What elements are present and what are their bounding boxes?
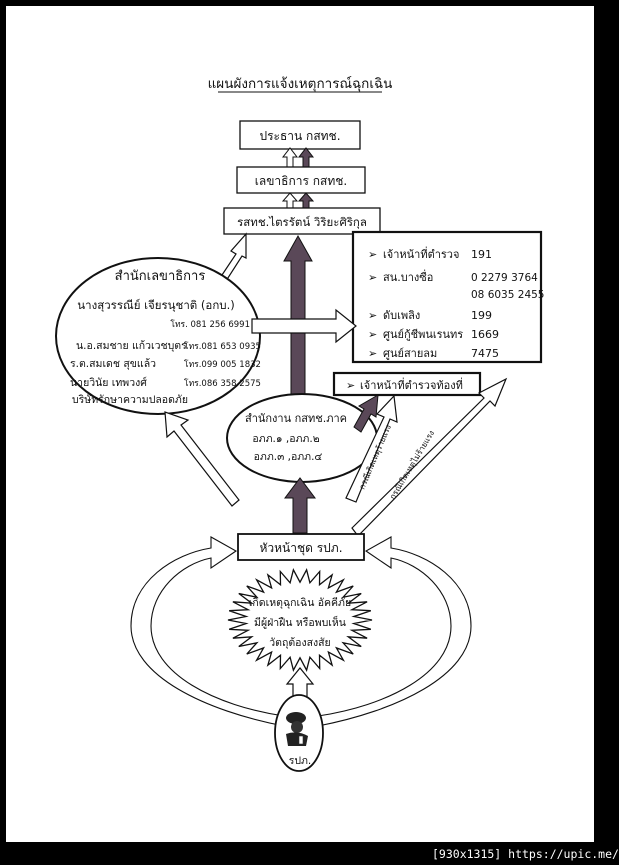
office-title: สำนักเลขาธิการ xyxy=(115,269,206,284)
up-arrow-dark-2 xyxy=(297,192,315,209)
left-cycle-arrow xyxy=(130,536,285,727)
contact-row: 08 6035 2455 xyxy=(471,289,544,301)
incident-line-3: วัตถุต้องสงสัย xyxy=(269,637,330,649)
up-arrow-hollow-2 xyxy=(281,192,299,209)
office-director-phone: โทร. 081 256 6991 xyxy=(170,319,250,330)
office-to-contacts-arrow xyxy=(251,308,357,344)
office-staff-name: นายวินัย เทพวงศ์ xyxy=(70,376,147,389)
contact-number: 0 2279 3764 xyxy=(471,272,538,284)
document-page: แผนผังการแจ้งเหตุการณ์ฉุกเฉิน ประธาน กสท… xyxy=(6,6,594,842)
right-cycle-arrow xyxy=(317,536,472,727)
office-to-deputy-arrow xyxy=(219,232,247,282)
regional-line-2: อภภ.๓ ,อภภ.๔ xyxy=(254,451,323,463)
contact-number: 1669 xyxy=(471,328,499,341)
contact-list: ➢ เจ้าหน้าที่ตำรวจ 191 ➢ สน.บางซื่อ 0 22… xyxy=(368,246,544,360)
contact-number: 08 6035 2455 xyxy=(471,289,544,301)
contact-check-icon: ➢ xyxy=(368,309,377,322)
contact-check-icon: ➢ xyxy=(368,347,377,360)
contact-number: 199 xyxy=(471,309,492,322)
local-police-box xyxy=(332,371,482,397)
serious-incident-arrow xyxy=(345,394,398,503)
office-staff-phone: โทร.086 358 2575 xyxy=(184,378,261,389)
contact-row: ➢ ดับเพลิง 199 xyxy=(368,309,492,322)
regional-line-1: อภภ.๑ ,อภภ.๒ xyxy=(252,433,319,445)
office-staff-name: น.อ.สมชาย แก้วเวชบุตร xyxy=(76,340,187,352)
flow-diagram: แผนผังการแจ้งเหตุการณ์ฉุกเฉิน ประธาน กสท… xyxy=(55,75,544,772)
image-host-footer: [930x1315] https://upic.me/ xyxy=(432,845,619,863)
non-serious-incident-label: กรณีเกิดเหตุไม่ร้ายแรง xyxy=(388,429,436,501)
team-leader-label: หัวหน้าชุด รปภ. xyxy=(259,541,342,556)
office-staff-phone: โทร.099 005 1832 xyxy=(184,359,261,370)
incident-line-2: มีผู้ฝ่าฝืน หรือพบเห็น xyxy=(254,615,346,629)
main-dark-up-arrow xyxy=(283,234,313,397)
contact-check-icon: ➢ xyxy=(368,248,377,261)
contact-number: 191 xyxy=(471,248,492,261)
contact-label: ศูนย์สายลม xyxy=(383,347,437,360)
incident-starburst xyxy=(227,568,373,672)
contact-label: ดับเพลิง xyxy=(383,309,420,322)
secretary-box xyxy=(236,166,366,194)
deputy-label: รสทช.ไตรรัตน์ วิริยะศิริกุล xyxy=(237,215,367,229)
contact-check-icon: ➢ xyxy=(368,271,377,284)
leader-to-regional-arrow xyxy=(284,477,316,534)
leader-to-office-arrow xyxy=(164,411,240,507)
guard-label: รปภ. xyxy=(289,755,312,767)
emergency-contacts-box xyxy=(351,230,543,364)
non-serious-incident-arrow xyxy=(351,377,508,537)
chairman-box xyxy=(239,120,361,150)
contact-row: ➢ ศูนย์กู้ชีพนเรนทร 1669 xyxy=(368,328,499,341)
team-leader-box xyxy=(237,533,365,561)
guard-figure-icon xyxy=(286,712,308,746)
office-company: บริษัทรักษาความปลอดภัย xyxy=(72,394,188,406)
office-staff-phone: โทร.081 653 0935 xyxy=(184,341,261,352)
regional-title: สำนักงาน กสทช.ภาค xyxy=(245,412,347,425)
contact-number: 7475 xyxy=(471,347,499,360)
secretariat-office-ellipse xyxy=(55,257,261,415)
contact-row: ➢ ศูนย์สายลม 7475 xyxy=(368,347,499,360)
chairman-label: ประธาน กสทช. xyxy=(259,129,340,143)
contact-label: ศูนย์กู้ชีพนเรนทร xyxy=(383,328,463,341)
diagram-title: แผนผังการแจ้งเหตุการณ์ฉุกเฉิน xyxy=(208,75,393,92)
up-arrow-dark-1 xyxy=(297,147,315,168)
contact-label: สน.บางซื่อ xyxy=(383,269,433,284)
local-police-label: เจ้าหน้าที่ตำรวจท้องที่ xyxy=(360,377,463,392)
local-police-check-icon: ➢ xyxy=(346,379,355,392)
contact-row: ➢ สน.บางซื่อ 0 2279 3764 xyxy=(368,269,538,284)
contact-label: เจ้าหน้าที่ตำรวจ xyxy=(383,246,459,261)
incident-line-1: เกิดเหตุฉุกเฉิน อัคคีภัย xyxy=(249,596,351,609)
contact-row: ➢ เจ้าหน้าที่ตำรวจ 191 xyxy=(368,246,492,261)
deputy-box xyxy=(223,207,381,235)
regional-to-police-arrow xyxy=(353,394,379,433)
secretary-label: เลขาธิการ กสทช. xyxy=(255,174,347,188)
office-director: นางสุวรรณีย์ เจียรนุชาติ (อกบ.) xyxy=(77,298,234,312)
up-arrow-hollow-1 xyxy=(281,147,299,168)
office-staff-name: ร.ต.สมเดช สุขแล้ว xyxy=(70,358,156,370)
contact-check-icon: ➢ xyxy=(368,328,377,341)
